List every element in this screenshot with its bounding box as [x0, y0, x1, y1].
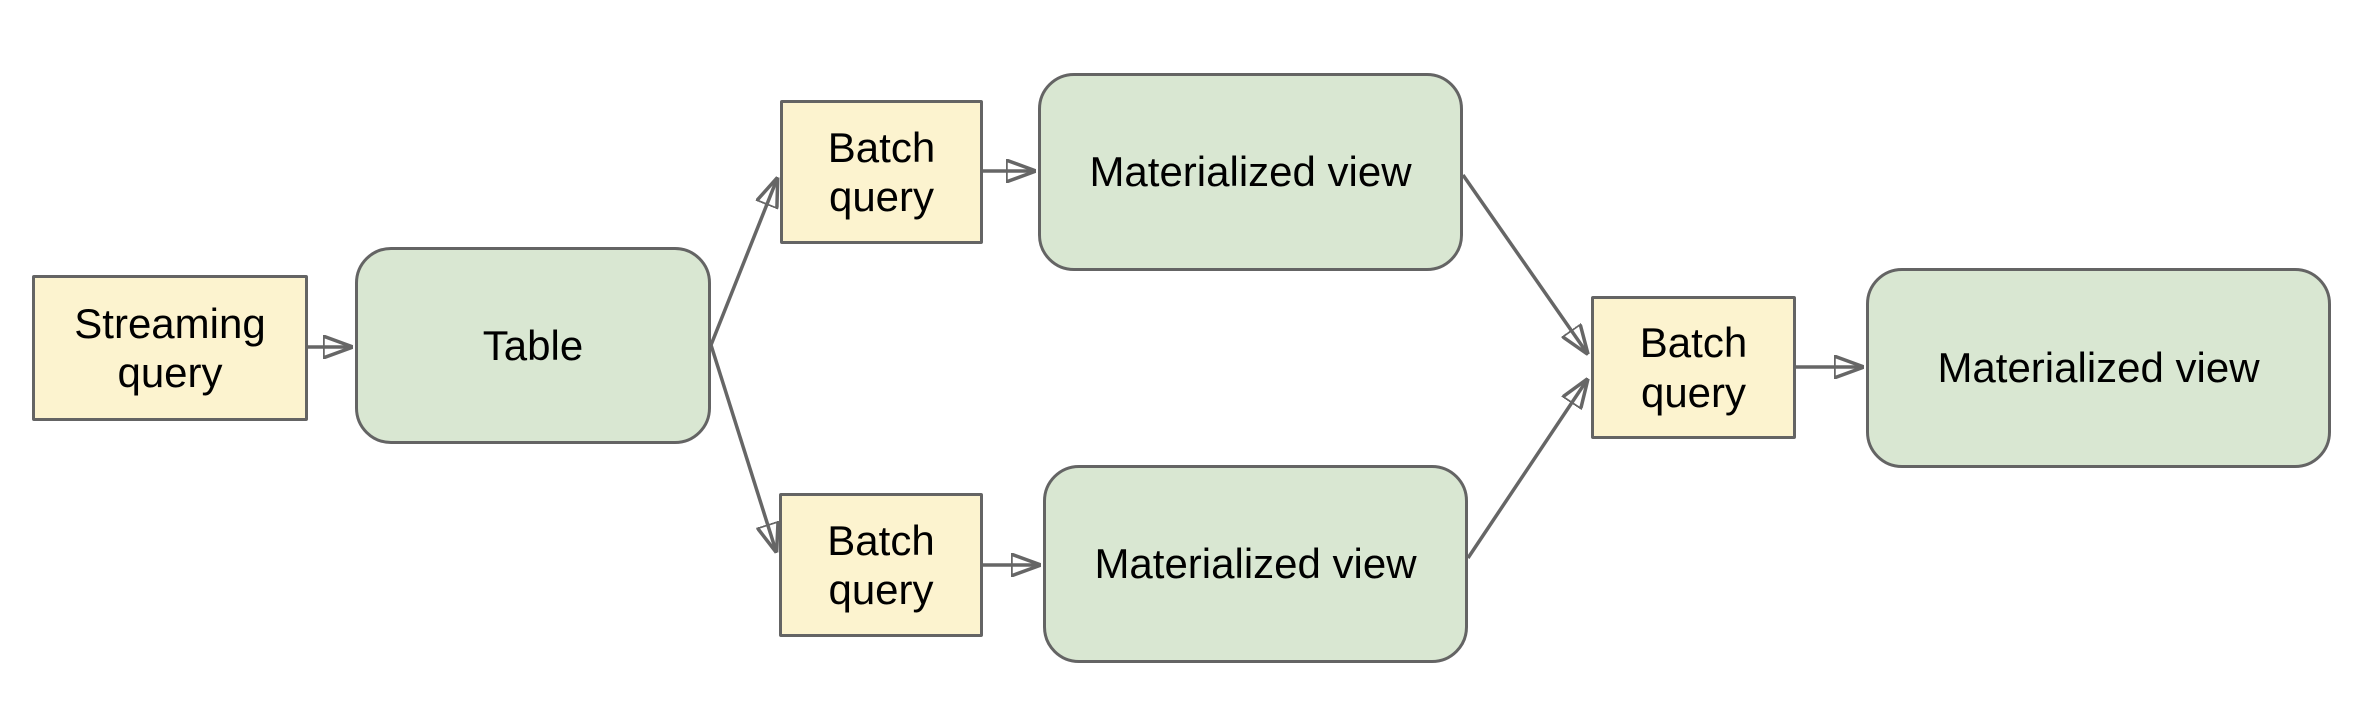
node-materialized-view-final-label: Materialized view	[1937, 344, 2260, 392]
node-batch-query-bottom-label: Batch query	[827, 516, 935, 613]
edge-materialized-view-bottom-to-batch-query-final	[1466, 380, 1587, 559]
node-materialized-view-top-label: Materialized view	[1089, 148, 1412, 196]
node-materialized-view-final: Materialized view	[1866, 268, 2331, 468]
node-batch-query-final: Batch query	[1591, 296, 1796, 439]
node-table: Table	[355, 247, 711, 444]
node-batch-query-bottom: Batch query	[779, 493, 983, 637]
node-batch-query-top-label: Batch query	[827, 123, 936, 220]
edge-materialized-view-top-to-batch-query-final	[1461, 173, 1587, 353]
node-materialized-view-bottom: Materialized view	[1043, 465, 1468, 663]
node-table-label: Table	[482, 321, 584, 369]
node-streaming-query: Streaming query	[32, 275, 308, 421]
edge-table-to-batch-query-top	[709, 179, 777, 346]
node-streaming-query-label: Streaming query	[74, 299, 266, 396]
node-batch-query-final-label: Batch query	[1639, 319, 1748, 416]
edge-table-to-batch-query-bottom	[709, 344, 776, 551]
node-materialized-view-top: Materialized view	[1038, 73, 1463, 271]
node-materialized-view-bottom-label: Materialized view	[1094, 540, 1417, 588]
node-batch-query-top: Batch query	[780, 100, 983, 244]
